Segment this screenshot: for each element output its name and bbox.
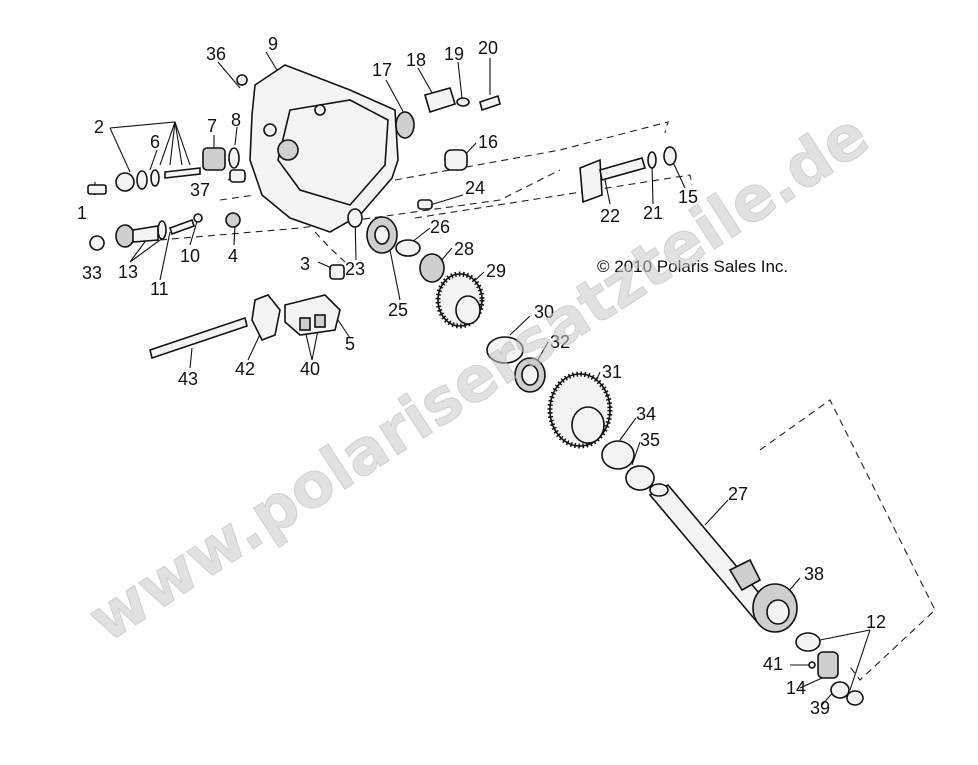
callout-39: 39 xyxy=(810,698,830,718)
callout-36: 36 xyxy=(206,44,226,64)
callout-31: 31 xyxy=(602,362,622,382)
callout-16: 16 xyxy=(478,132,498,152)
callout-27: 27 xyxy=(728,484,748,504)
callout-6: 6 xyxy=(150,132,160,152)
callout-41: 41 xyxy=(763,654,783,674)
assembly-guide-lines xyxy=(159,121,936,681)
callout-42: 42 xyxy=(235,359,255,379)
callout-40: 40 xyxy=(300,359,320,379)
callout-34: 34 xyxy=(636,404,656,424)
callout-3: 3 xyxy=(300,254,310,274)
shift-fork-assembly xyxy=(149,294,341,360)
callout-38: 38 xyxy=(804,564,824,584)
callout-28: 28 xyxy=(454,239,474,259)
callout-11: 11 xyxy=(150,279,169,299)
callout-35: 35 xyxy=(640,430,660,450)
callout-24: 24 xyxy=(465,178,485,198)
detent-components xyxy=(89,212,345,280)
callout-25: 25 xyxy=(388,300,408,320)
callout-37: 37 xyxy=(190,180,210,200)
callout-labels: 36 9 17 18 19 20 2 6 7 8 16 1 37 24 22 2… xyxy=(77,34,886,718)
callout-17: 17 xyxy=(372,60,392,80)
callout-22: 22 xyxy=(600,206,620,226)
callout-18: 18 xyxy=(406,50,426,70)
callout-43: 43 xyxy=(178,369,198,389)
transmission-housing xyxy=(249,64,399,233)
callout-5: 5 xyxy=(345,334,355,354)
main-shaft xyxy=(648,483,777,624)
callout-8: 8 xyxy=(231,110,241,130)
callout-33: 33 xyxy=(82,263,102,283)
callout-15: 15 xyxy=(678,187,698,207)
callout-20: 20 xyxy=(478,38,498,58)
callout-12: 12 xyxy=(866,612,886,632)
callout-23: 23 xyxy=(345,259,365,279)
leader-lines xyxy=(94,51,871,706)
callout-9: 9 xyxy=(268,34,278,54)
callout-2: 2 xyxy=(94,117,104,137)
callout-32: 32 xyxy=(550,332,570,352)
gear-stack xyxy=(347,208,655,491)
upper-right-components xyxy=(395,87,677,210)
callout-30: 30 xyxy=(534,302,554,322)
shift-components xyxy=(87,74,248,195)
callout-1: 1 xyxy=(77,203,87,223)
callout-29: 29 xyxy=(486,261,506,281)
callout-10: 10 xyxy=(180,246,200,266)
copyright-text: © 2010 Polaris Sales Inc. xyxy=(597,257,788,276)
callout-7: 7 xyxy=(207,116,217,136)
callout-4: 4 xyxy=(228,246,238,266)
callout-13: 13 xyxy=(118,262,138,282)
callout-19: 19 xyxy=(444,44,464,64)
callout-21: 21 xyxy=(643,203,663,223)
callout-14: 14 xyxy=(786,678,806,698)
callout-26: 26 xyxy=(430,217,450,237)
lower-bearing-components xyxy=(752,583,864,706)
